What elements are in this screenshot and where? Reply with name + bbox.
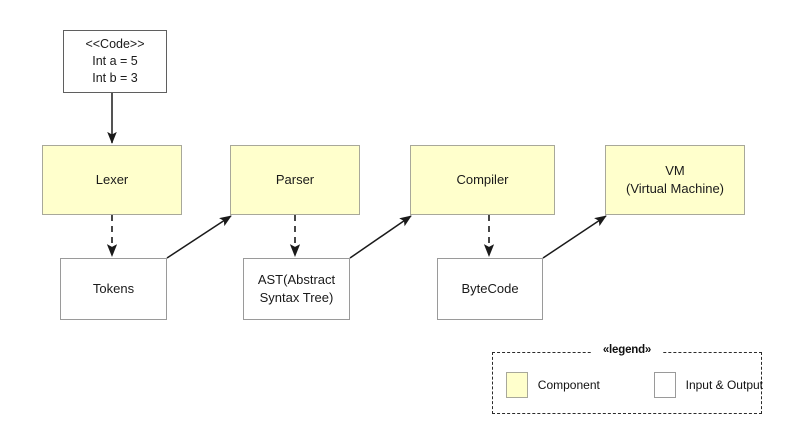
node-code-input: <<Code>> Int a = 5 Int b = 3 [63,30,167,93]
legend-label-component: Component [537,378,600,392]
node-bytecode-label: ByteCode [461,281,519,297]
node-code-label: <<Code>> Int a = 5 Int b = 3 [85,37,145,85]
legend-title: «legend» [592,344,662,356]
node-lexer: Lexer [42,145,182,215]
legend-swatch-component [506,372,528,398]
node-compiler-label: Compiler [456,172,509,188]
node-tokens: Tokens [60,258,167,320]
legend-swatch-io [653,372,676,398]
node-parser: Parser [230,145,360,215]
node-vm-label: VM (Virtual Machine) [625,163,725,196]
legend-box: Component Input & Output [492,352,763,414]
edge-bytecode-to-vm [542,215,607,259]
node-ast: AST(Abstract Syntax Tree) [243,258,350,320]
legend-items: Component Input & Output [493,365,763,405]
node-ast-label: AST(Abstract Syntax Tree) [257,272,336,305]
edge-tokens-to-parser [166,215,232,259]
node-tokens-label: Tokens [92,281,135,297]
node-parser-label: Parser [275,172,315,188]
edge-ast-to-compiler [349,215,412,259]
node-bytecode: ByteCode [437,258,543,320]
node-vm: VM (Virtual Machine) [605,145,745,215]
node-compiler: Compiler [410,145,555,215]
legend-label-io: Input & Output [685,378,763,392]
node-lexer-label: Lexer [95,172,129,188]
